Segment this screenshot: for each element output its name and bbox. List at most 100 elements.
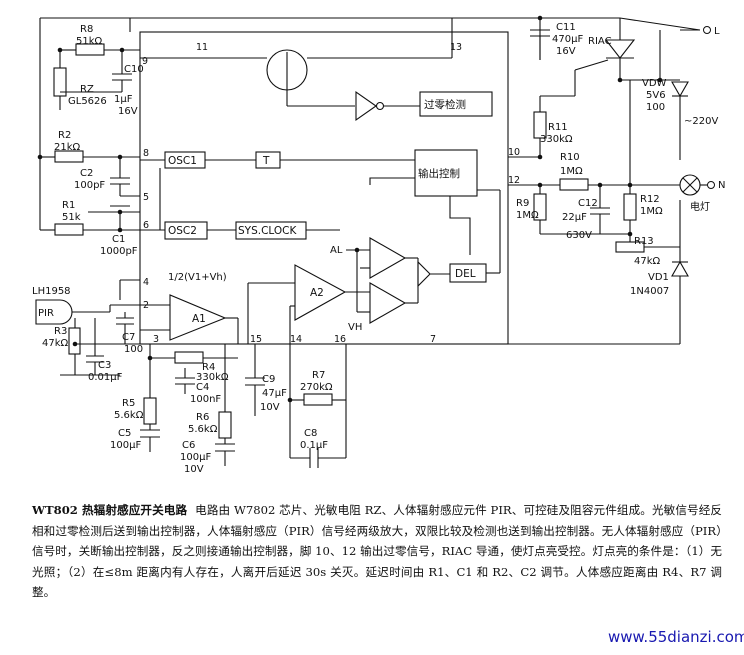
r4-resistor — [174, 351, 204, 364]
pir-ref: PIR — [38, 308, 54, 319]
caption-body: 电路由 W7802 芯片、光敏电阻 RZ、人体辐射感应元件 PIR、可控硅及阻容… — [32, 503, 722, 600]
c8-value: 0.1μF — [300, 440, 328, 451]
r10-resistor — [559, 178, 589, 191]
c10-value: 1μF — [114, 94, 133, 105]
pin-16: 16 — [334, 334, 346, 345]
pin-7: 7 — [430, 334, 436, 345]
r13-ref: R13 — [634, 236, 654, 247]
del-label: DEL — [455, 268, 476, 280]
c7-ref: C7 — [122, 332, 135, 343]
top-wire — [40, 17, 701, 31]
r10-value: 1MΩ — [560, 166, 583, 177]
c11-voltage: 16V — [556, 46, 576, 57]
pin-11: 11 — [196, 42, 208, 53]
vd1-value: 1N4007 — [630, 286, 669, 297]
r6-ref: R6 — [196, 412, 209, 423]
r12-resistor — [623, 193, 637, 221]
pir-sensor — [35, 299, 73, 325]
vdw-ref: VDW — [642, 78, 667, 89]
c6-ref: C6 — [182, 440, 195, 451]
triac-ref: RIAC — [588, 36, 612, 47]
pin-9: 9 — [142, 56, 148, 67]
pin-6: 6 — [143, 220, 149, 231]
output-control-box — [414, 149, 478, 197]
pin-2: 2 — [143, 300, 149, 311]
c12-value: 22μF — [562, 212, 587, 223]
half-v-label: 1/2(V1+Vh) — [168, 272, 227, 283]
vd1-diode — [671, 260, 689, 277]
c9-voltage: 10V — [260, 402, 280, 413]
c10-voltage: 16V — [118, 106, 138, 117]
r4-value: 330kΩ — [196, 372, 229, 383]
comparator-lower — [369, 282, 407, 324]
vh-label: VH — [348, 322, 362, 333]
rz-ref: RZ — [80, 84, 94, 95]
circuit-schematic: 11 13 9 8 5 6 4 2 3 15 14 16 7 10 12 过零检… — [32, 15, 725, 475]
vd1-ref: VD1 — [648, 272, 669, 283]
c7-value: 100 — [124, 344, 143, 355]
rz-value: GL5626 — [68, 96, 107, 107]
timer-label: T — [262, 155, 270, 167]
vdw-zener — [671, 81, 689, 98]
al-label: AL — [330, 245, 343, 256]
r7-value: 270kΩ — [300, 382, 333, 393]
c6-value: 100μF — [180, 452, 211, 463]
r9-ref: R9 — [516, 198, 529, 209]
r12-ref: R12 — [640, 194, 660, 205]
r10-ref: R10 — [560, 152, 580, 163]
r5-value: 5.6kΩ — [114, 410, 144, 421]
c11-value: 470μF — [552, 34, 583, 45]
r12-value: 1MΩ — [640, 206, 663, 217]
c12-voltage: 630V — [566, 230, 592, 241]
pin-13: 13 — [450, 42, 462, 53]
r8-ref: R8 — [80, 24, 93, 35]
ac-voltage-label: ~220V — [684, 116, 718, 127]
r2-ref: R2 — [58, 130, 71, 141]
chip-outline — [139, 31, 509, 345]
c3-ref: C3 — [98, 360, 111, 371]
r4-ref: R4 — [202, 362, 215, 373]
pin-15: 15 — [250, 334, 262, 345]
pin-10: 10 — [508, 147, 520, 158]
c10-ref: C10 — [124, 64, 144, 75]
r2-value: 21kΩ — [54, 142, 81, 153]
r13-value: 47kΩ — [634, 256, 661, 267]
c1-value: 1000pF — [100, 246, 138, 257]
pin-3: 3 — [153, 334, 159, 345]
c3-value: 0.01μF — [88, 372, 123, 383]
r11-value: 330kΩ — [540, 134, 573, 145]
pin-5: 5 — [143, 192, 149, 203]
c12-ref: C12 — [578, 198, 598, 209]
r6-resistor — [218, 411, 232, 439]
r3-ref: R3 — [54, 326, 67, 337]
c9-ref: C9 — [262, 374, 275, 385]
c2-value: 100pF — [74, 180, 105, 191]
r9-value: 1MΩ — [516, 210, 539, 221]
vdw-extra: 100 — [646, 102, 665, 113]
r7-ref: R7 — [312, 370, 325, 381]
triac-symbol — [604, 39, 636, 59]
caption-title: WT802 热辐射感应开关电路 — [32, 503, 188, 517]
pir-model: LH1958 — [32, 286, 71, 297]
c11-ref: C11 — [556, 22, 576, 33]
zero-detect-label: 过零检测 — [424, 98, 466, 111]
a2-amplifier — [294, 264, 347, 321]
osc2-label: OSC2 — [168, 225, 197, 237]
r11-ref: R11 — [548, 122, 568, 133]
sys-clock-label: SYS.CLOCK — [238, 225, 297, 237]
site-watermark: www.55dianzi.com — [608, 628, 744, 646]
pin-12: 12 — [508, 175, 520, 186]
r6-value: 5.6kΩ — [188, 424, 218, 435]
c4-ref: C4 — [196, 382, 209, 393]
comparator-upper — [369, 237, 407, 279]
figure-caption: WT802 热辐射感应开关电路电路由 W7802 芯片、光敏电阻 RZ、人体辐射… — [32, 500, 722, 603]
c1-ref: C1 — [112, 234, 125, 245]
pin-14: 14 — [290, 334, 302, 345]
c5-ref: C5 — [118, 428, 131, 439]
terminal-n: N — [718, 180, 725, 191]
lamp-label: 电灯 — [690, 200, 710, 213]
c6-voltage: 10V — [184, 464, 204, 475]
pin-8: 8 — [143, 148, 149, 159]
r1-ref: R1 — [62, 200, 75, 211]
r5-resistor — [143, 397, 157, 425]
